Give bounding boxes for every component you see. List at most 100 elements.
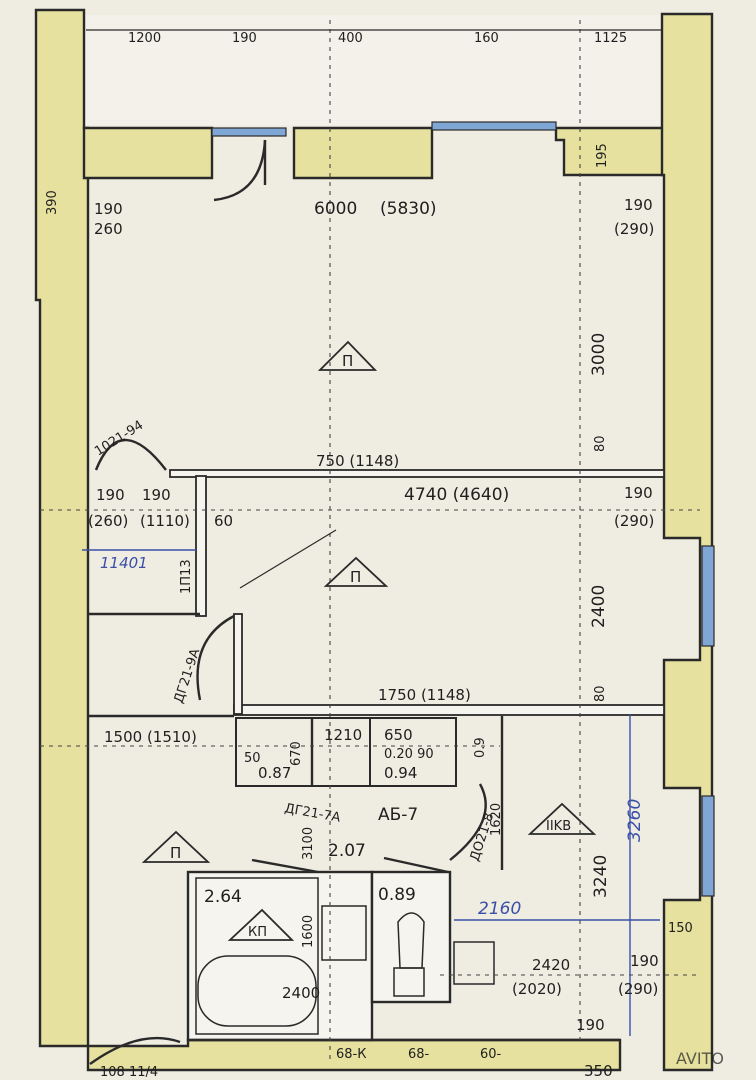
top-right-wall-segment xyxy=(554,126,670,177)
bathroom-inner xyxy=(195,877,319,1035)
kitchen-sign-triangle xyxy=(527,802,597,835)
bathtub-icon xyxy=(197,955,317,1027)
room2-partition-dim: 1750 (1148) xyxy=(378,686,471,704)
hall-label-ab: АБ-7 xyxy=(378,805,418,825)
kitchen-bottom-190: 190 xyxy=(576,1016,605,1034)
kitchen-blue-height: 3260 xyxy=(625,799,645,842)
box-50: 50 xyxy=(244,751,261,766)
room2-blue-note: 11401 xyxy=(100,554,148,572)
room2-l1b: (260) xyxy=(88,512,128,530)
room1-sign: П xyxy=(342,352,353,370)
diagonal-line xyxy=(239,529,337,589)
room2-l2a: 190 xyxy=(142,486,171,504)
wc-area: 0.89 xyxy=(378,885,416,905)
kitchen-right-a: 190 xyxy=(630,952,659,970)
kitchen-door-swing xyxy=(449,783,487,861)
hall-3100: 3100 xyxy=(301,827,316,860)
storage-box-right xyxy=(369,717,457,787)
room1-sign-triangle xyxy=(317,340,378,371)
room1-left-b: 260 xyxy=(94,220,123,238)
hall-area: 2.07 xyxy=(328,841,366,861)
box-087: 0.87 xyxy=(258,764,291,782)
partition-hall-left xyxy=(233,613,243,715)
hall-dim: 1500 (1510) xyxy=(104,728,197,746)
top-middle-wall-segment xyxy=(292,126,434,180)
room2-l1a: 190 xyxy=(96,486,125,504)
room2-height: 2400 xyxy=(589,585,609,628)
box-020-90: 0.20 90 xyxy=(384,747,434,762)
room1-partition-dim: 750 (1148) xyxy=(316,452,399,470)
top-left-wall-segment xyxy=(82,126,214,180)
room2-right-b: (290) xyxy=(614,512,654,530)
kitchen-sign: IIKВ xyxy=(546,819,571,834)
dim-left-390: 390 xyxy=(45,190,60,215)
bottom-a: 68-К xyxy=(336,1047,366,1062)
bath-tub-length: 2400 xyxy=(282,984,320,1002)
room1-right-gap: 195 xyxy=(595,143,610,168)
room1-width: 6000 xyxy=(314,199,357,219)
box-09: 0.9 xyxy=(473,737,488,758)
room2-width: 4740 (4640) xyxy=(404,485,509,505)
bath-sign: КП xyxy=(248,925,267,940)
bottom-d: 108 11/4 xyxy=(100,1065,158,1080)
bottom-b: 68- xyxy=(408,1047,430,1062)
box-094: 0.94 xyxy=(384,764,417,782)
room1-width-alt: (5830) xyxy=(380,199,437,219)
box-670: 670 xyxy=(289,741,304,766)
bath-area: 2.64 xyxy=(204,887,242,907)
room1-height: 3000 xyxy=(589,333,609,376)
right-exterior-wall xyxy=(660,12,714,1072)
kitchen-width-alt: (2020) xyxy=(512,980,562,998)
window-top-right xyxy=(431,121,557,131)
room2-gap: 80 xyxy=(593,685,608,702)
room2-right-a: 190 xyxy=(624,484,653,502)
room2-sign: П xyxy=(350,568,361,586)
dim-top-190: 190 xyxy=(232,31,257,46)
wc-block xyxy=(370,870,452,1004)
room2-door-swing xyxy=(196,614,235,701)
kitchen-height: 3240 xyxy=(591,855,611,898)
dim-top-1200: 1200 xyxy=(128,31,161,46)
wc-door-line xyxy=(383,856,449,874)
window-top-left xyxy=(211,127,287,137)
partition-room2-hall xyxy=(233,704,665,716)
kitchen-bottom-350: 350 xyxy=(584,1062,613,1080)
room1-door-swing xyxy=(94,439,167,471)
room2-note: 60 xyxy=(214,512,233,530)
watermark: AVITO xyxy=(676,1049,724,1068)
hall-sign: П xyxy=(170,844,181,862)
bath-sign-triangle xyxy=(227,908,295,941)
kitchen-blue-width: 2160 xyxy=(478,899,521,919)
bath-door-line xyxy=(251,858,319,874)
room1-right-a: 190 xyxy=(624,196,653,214)
toilet-icon xyxy=(397,912,425,969)
hall-sign-triangle xyxy=(141,830,211,863)
hall-1620: 1620 xyxy=(489,803,504,836)
dim-top-400: 400 xyxy=(338,31,363,46)
box-1210: 1210 xyxy=(324,726,362,744)
room1-right-b: (290) xyxy=(614,220,654,238)
bath-1600: 1600 xyxy=(301,915,316,948)
toilet-tank-icon xyxy=(393,967,425,997)
kitchen-150: 150 xyxy=(668,921,693,936)
room2-l2b: (1110) xyxy=(140,512,190,530)
balcony-area xyxy=(86,15,664,125)
kitchen-width: 2420 xyxy=(532,956,570,974)
partition-room1-room2 xyxy=(169,469,665,478)
kitchen-sink-icon xyxy=(453,941,495,985)
entrance-door-swing xyxy=(89,1036,181,1065)
dim-top-160: 160 xyxy=(474,31,499,46)
bottom-c: 60- xyxy=(480,1047,502,1062)
room1-gap: 80 xyxy=(593,435,608,452)
sink-icon xyxy=(321,905,367,961)
window-right-lower xyxy=(701,795,715,897)
box-650: 650 xyxy=(384,726,413,744)
partition-room2-left xyxy=(195,475,207,617)
room2-sign-triangle xyxy=(323,556,389,587)
kitchen-right-b: (290) xyxy=(618,980,658,998)
window-right-upper xyxy=(701,545,715,647)
dim-top-1125: 1125 xyxy=(594,31,627,46)
room1-left-a: 190 xyxy=(94,200,123,218)
left-exterior-wall xyxy=(34,8,90,1048)
